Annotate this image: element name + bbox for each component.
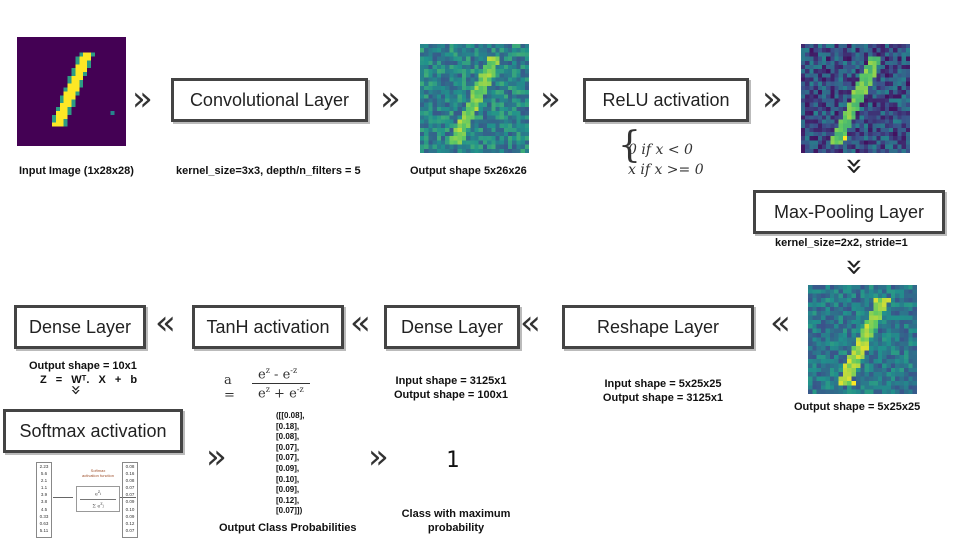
arrow-right-icon	[53, 497, 73, 498]
softmax-label: Softmax activation	[19, 420, 167, 441]
softmax-out-value: 0.08	[125, 478, 135, 484]
softmax-out-value: 0.07	[125, 527, 135, 533]
relu-label: ReLU activation	[602, 89, 730, 110]
relu-formula: { 0 if x < 0 x if x >= 0	[618, 125, 704, 179]
softmax-out-value: 0.08	[125, 464, 135, 469]
softmax-in-value: 4.5	[40, 506, 48, 512]
arrow-icon: «	[770, 303, 791, 343]
arrow-icon: «	[520, 303, 541, 343]
softmax-out-value: 0.07	[125, 492, 135, 498]
conv-layer-label: Convolutional Layer	[189, 89, 350, 110]
relu-box: ReLU activation	[583, 78, 749, 122]
dense2-label: Dense Layer	[28, 316, 132, 337]
softmax-out-value: 0.09	[125, 513, 135, 519]
softmax-function-box: ezi Σ ezj	[76, 486, 120, 512]
arrow-icon: »	[206, 437, 227, 477]
conv-layer-box: Convolutional Layer	[171, 78, 368, 122]
dense2-formula: Z = Wᵀ. X + b	[40, 374, 138, 386]
input-caption: Input Image (1x28x28)	[19, 165, 134, 177]
arrow-icon: »	[368, 437, 389, 477]
softmax-in-value: 5.11	[39, 527, 49, 533]
relu-formula-line1: 0 if x < 0	[628, 142, 693, 158]
arrow-icon: »	[540, 79, 561, 119]
conv-output-image	[420, 44, 529, 153]
softmax-box: Softmax activation	[3, 409, 183, 453]
softmax-in-value: 5.6	[40, 471, 48, 477]
arrow-down-icon: »	[837, 156, 873, 176]
maxpool-label: Max-Pooling Layer	[773, 201, 925, 222]
dense1-caption: Input shape = 3125x1 Output shape = 100x…	[393, 375, 508, 401]
reshape-caption: Input shape = 5x25x25 Output shape = 312…	[602, 378, 724, 404]
predicted-caption: Class with maximum probability	[401, 508, 511, 534]
reshape-label: Reshape Layer	[596, 316, 720, 337]
dense2-box: Dense Layer	[14, 305, 146, 349]
softmax-in-value: 3.8	[40, 499, 48, 505]
relu-formula-line2: x if x >= 0	[628, 162, 704, 178]
softmax-out-value: 0.12	[125, 520, 135, 526]
dense1-box: Dense Layer	[384, 305, 520, 349]
class-probabilities: ([[0.08], [0.18], [0.08], [0.07], [0.07]…	[276, 411, 305, 516]
arrow-icon: »	[762, 79, 783, 119]
softmax-in-value: 0.63	[39, 520, 49, 526]
predicted-class: 1	[446, 448, 460, 473]
softmax-in-value: 3.9	[40, 492, 48, 498]
arrow-icon: «	[155, 303, 176, 343]
conv-caption: kernel_size=3x3, depth/n_filters = 5	[176, 165, 361, 177]
input-digit-image	[17, 37, 126, 146]
pool-output-image	[808, 285, 917, 394]
tanh-label: TanH activation	[206, 316, 330, 337]
relu-output-image	[801, 44, 910, 153]
arrow-down-icon: »	[65, 384, 87, 396]
arrow-icon: «	[350, 303, 371, 343]
softmax-out-value: 0.09	[125, 499, 135, 505]
reshape-box: Reshape Layer	[562, 305, 754, 349]
pool-output-caption: Output shape = 5x25x25	[794, 401, 921, 413]
arrow-right-icon	[120, 497, 136, 498]
softmax-in-value: 1.1	[40, 485, 48, 491]
softmax-out-value: 0.16	[125, 471, 135, 477]
softmax-in-value: 2.1	[40, 478, 48, 484]
softmax-in-value: 0.33	[39, 513, 49, 519]
probabilities-caption: Output Class Probabilities	[219, 522, 357, 534]
arrow-icon: »	[380, 79, 401, 119]
arrow-icon: »	[132, 79, 153, 119]
maxpool-box: Max-Pooling Layer	[753, 190, 945, 234]
arrow-down-icon: »	[837, 257, 873, 277]
maxpool-caption: kernel_size=2x2, stride=1	[775, 237, 908, 249]
softmax-out-value: 0.10	[125, 506, 135, 512]
dense1-label: Dense Layer	[400, 316, 504, 337]
softmax-out-value: 0.07	[125, 485, 135, 491]
softmax-function-title: Softmax activation function	[81, 468, 115, 478]
conv-output-caption: Output shape 5x26x26	[410, 165, 527, 177]
dense2-caption: Output shape = 10x1	[29, 360, 137, 372]
tanh-box: TanH activation	[192, 305, 344, 349]
softmax-in-value: 2.23	[39, 464, 49, 469]
